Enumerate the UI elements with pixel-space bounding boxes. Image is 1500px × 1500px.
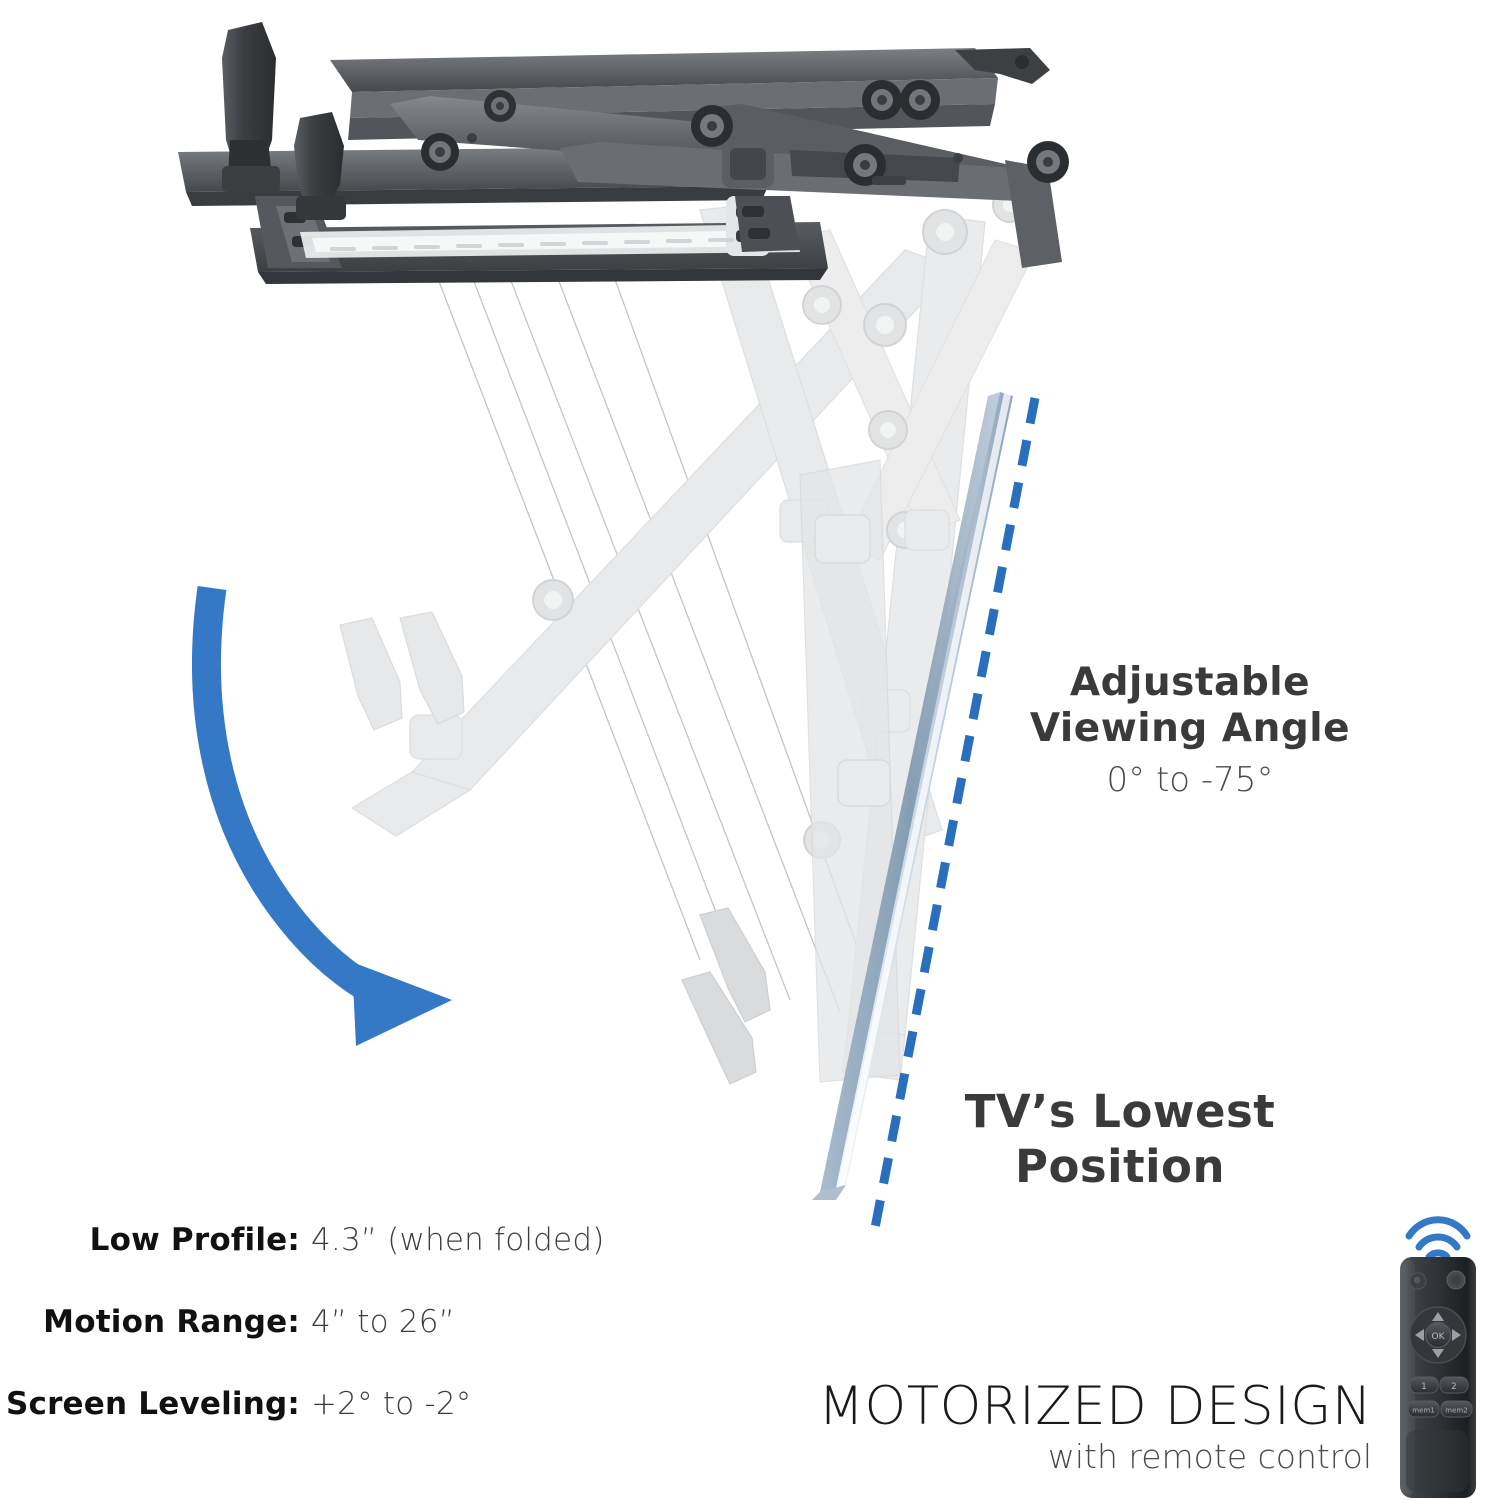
remote-left-arrow (1415, 1329, 1424, 1341)
remote-preset-2-label: 2 (1451, 1382, 1456, 1392)
tv-lowest-position-callout: TV’s Lowest Position (920, 1085, 1320, 1195)
spec-value-low-profile: 4.3” (when folded) (311, 1222, 605, 1258)
folded-mount-assembly (178, 22, 1069, 284)
spec-value-screen-leveling: +2° to -2° (311, 1386, 472, 1422)
ghost-extended-mount (339, 187, 1036, 1085)
remote-preset-2-button (1439, 1376, 1469, 1394)
remote-mem1-button (1407, 1400, 1440, 1418)
tv-panel (812, 392, 1013, 1200)
motorized-design-brand-block: MOTORIZED DESIGN with remote control (772, 1380, 1372, 1473)
spec-value-motion-range: 4” to 26” (311, 1304, 455, 1340)
remote-control[interactable]: OK 1 2 mem1 mem2 (1398, 1255, 1478, 1500)
specification-list: Low Profile: 4.3” (when folded) Motion R… (0, 1222, 640, 1468)
spec-row-low-profile: Low Profile: 4.3” (when folded) (0, 1222, 640, 1258)
handle-lever-small (294, 112, 346, 220)
remote-mem2-button (1440, 1400, 1473, 1418)
remote-down-arrow (1432, 1349, 1444, 1358)
handle-lever-large (222, 22, 280, 192)
viewing-angle-value: 0° to -75° (1106, 760, 1274, 801)
spec-row-screen-leveling: Screen Leveling: +2° to -2° (0, 1386, 640, 1422)
remote-mem1-label: mem1 (1412, 1407, 1434, 1415)
remote-up-arrow (1432, 1312, 1444, 1321)
ghost-pivots (532, 187, 1028, 859)
wireless-signal-icon (1405, 1216, 1471, 1260)
remote-preset-1-label: 1 (1421, 1382, 1426, 1392)
spec-label-low-profile: Low Profile: (89, 1222, 300, 1258)
spec-label-motion-range: Motion Range: (43, 1304, 300, 1340)
remote-preset-1-button (1409, 1376, 1439, 1394)
viewing-angle-title-line2: Viewing Angle (1029, 706, 1351, 752)
lowest-position-line1: TV’s Lowest (964, 1085, 1276, 1138)
remote-ok-button (1424, 1321, 1452, 1349)
spec-label-screen-leveling: Screen Leveling: (5, 1386, 300, 1422)
lowest-position-line2: Position (1015, 1139, 1225, 1193)
adjustable-viewing-angle-callout: Adjustable Viewing Angle 0° to -75° (1000, 660, 1380, 800)
brand-title: MOTORIZED DESIGN (818, 1376, 1372, 1437)
remote-right-arrow (1452, 1329, 1461, 1341)
viewing-angle-title-line1: Adjustable (1069, 660, 1311, 705)
remote-mem2-label: mem2 (1445, 1407, 1467, 1415)
pivot-joints (421, 80, 1069, 186)
remote-ok-label: OK (1432, 1332, 1446, 1342)
brand-subtitle: with remote control (1047, 1437, 1372, 1476)
motion-arrow (192, 585, 452, 1046)
ghost-handles (681, 907, 771, 1085)
spec-row-motion-range: Motion Range: 4” to 26” (0, 1304, 640, 1340)
